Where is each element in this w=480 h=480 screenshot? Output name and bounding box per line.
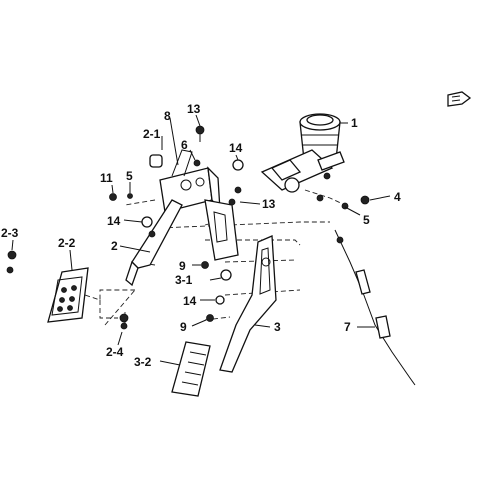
label-7: 7 (344, 320, 351, 334)
label-3-1: 3-1 (175, 273, 193, 287)
front-direction-icon (447, 91, 472, 107)
clutch-pedal-pad (47, 267, 89, 323)
label-14-left: 14 (107, 214, 121, 228)
label-4: 4 (394, 190, 401, 204)
label-6: 6 (181, 138, 188, 152)
label-2-1: 2-1 (143, 127, 161, 141)
label-3: 3 (274, 320, 281, 334)
clutch-pedal-arm (125, 199, 183, 287)
label-5-left: 5 (126, 169, 133, 183)
brake-pedal-arm (219, 235, 277, 373)
label-2: 2 (111, 239, 118, 253)
label-8: 8 (164, 109, 171, 123)
clutch-cable (334, 229, 416, 386)
bushing-2-1 (149, 154, 163, 168)
callout-labels: 1 2 2-1 2-2 2-3 2-4 3 3-1 3-2 4 5 5 6 7 … (1, 102, 401, 369)
fasteners (6, 125, 370, 330)
brake-pedal-pad (171, 341, 211, 397)
label-13-right: 13 (262, 197, 276, 211)
bolt-13-top (195, 125, 205, 135)
label-9-lower: 9 (180, 320, 187, 334)
label-13-top: 13 (187, 102, 201, 116)
label-11: 11 (100, 171, 113, 185)
master-cylinder (260, 113, 345, 193)
label-2-2: 2-2 (58, 236, 76, 250)
pedal-bracket (159, 149, 239, 261)
label-3-2: 3-2 (134, 355, 152, 369)
leader-lines (11, 114, 391, 366)
label-2-3: 2-3 (1, 226, 19, 240)
label-5-right: 5 (363, 213, 370, 227)
label-14-top: 14 (229, 141, 243, 155)
label-2-4: 2-4 (106, 345, 124, 359)
label-14-lower: 14 (183, 294, 197, 308)
label-1: 1 (351, 116, 358, 130)
label-9-upper: 9 (179, 259, 186, 273)
